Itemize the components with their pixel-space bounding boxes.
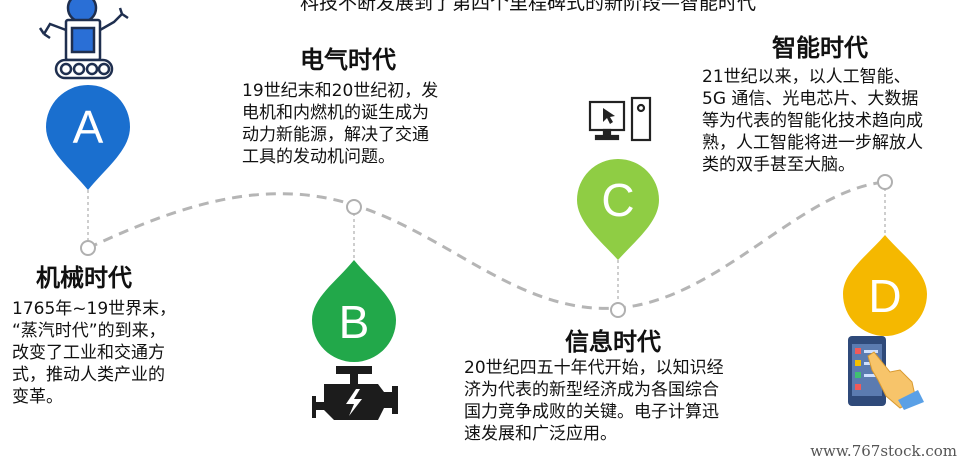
- era-c-desc: 20世纪四五十年代开始，以知识经 济为代表的新型经济成为各国综合 国力竞争成败的…: [464, 358, 724, 444]
- pin-d-letter: D: [868, 270, 901, 322]
- timeline-curve: [87, 180, 886, 310]
- timeline-node-c: [610, 302, 626, 318]
- era-a-desc: 1765年~19世界末， “蒸汽时代”的到来， 改变了工业和交通方 式，推动人类…: [12, 299, 177, 407]
- pin-b: B: [312, 260, 396, 362]
- era-b-title: 电气时代: [300, 46, 396, 74]
- pin-c-letter: C: [601, 174, 634, 226]
- era-d-title: 智能时代: [772, 34, 868, 62]
- pin-d: D: [843, 235, 927, 336]
- watermark: www.767stock.com: [810, 442, 957, 460]
- era-c-title: 信息时代: [565, 328, 661, 356]
- timeline-node-b: [346, 199, 362, 215]
- timeline-node-a: [80, 240, 96, 256]
- engine-icon: [312, 366, 398, 420]
- robot-icon: [38, 0, 129, 80]
- timeline-node-d: [877, 174, 893, 190]
- computer-icon: [588, 96, 652, 142]
- tablet-hand-icon: [848, 336, 924, 410]
- pin-b-letter: B: [339, 296, 370, 348]
- era-b-desc: 19世纪末和20世纪初，发 电机和内燃机的诞生成为 动力新能源，解决了交通 工具…: [242, 81, 439, 167]
- pin-a: A: [46, 85, 130, 190]
- pin-c: C: [576, 158, 659, 260]
- era-a-title: 机械时代: [36, 264, 132, 292]
- header-text: 科技不断发展到了第四个里程碑式的新阶段—智能时代: [300, 0, 757, 14]
- era-d-desc: 21世纪以来，以人工智能、 5G 通信、光电芯片、大数据 等为代表的智能化技术趋…: [702, 67, 923, 175]
- pin-a-letter: A: [73, 101, 104, 153]
